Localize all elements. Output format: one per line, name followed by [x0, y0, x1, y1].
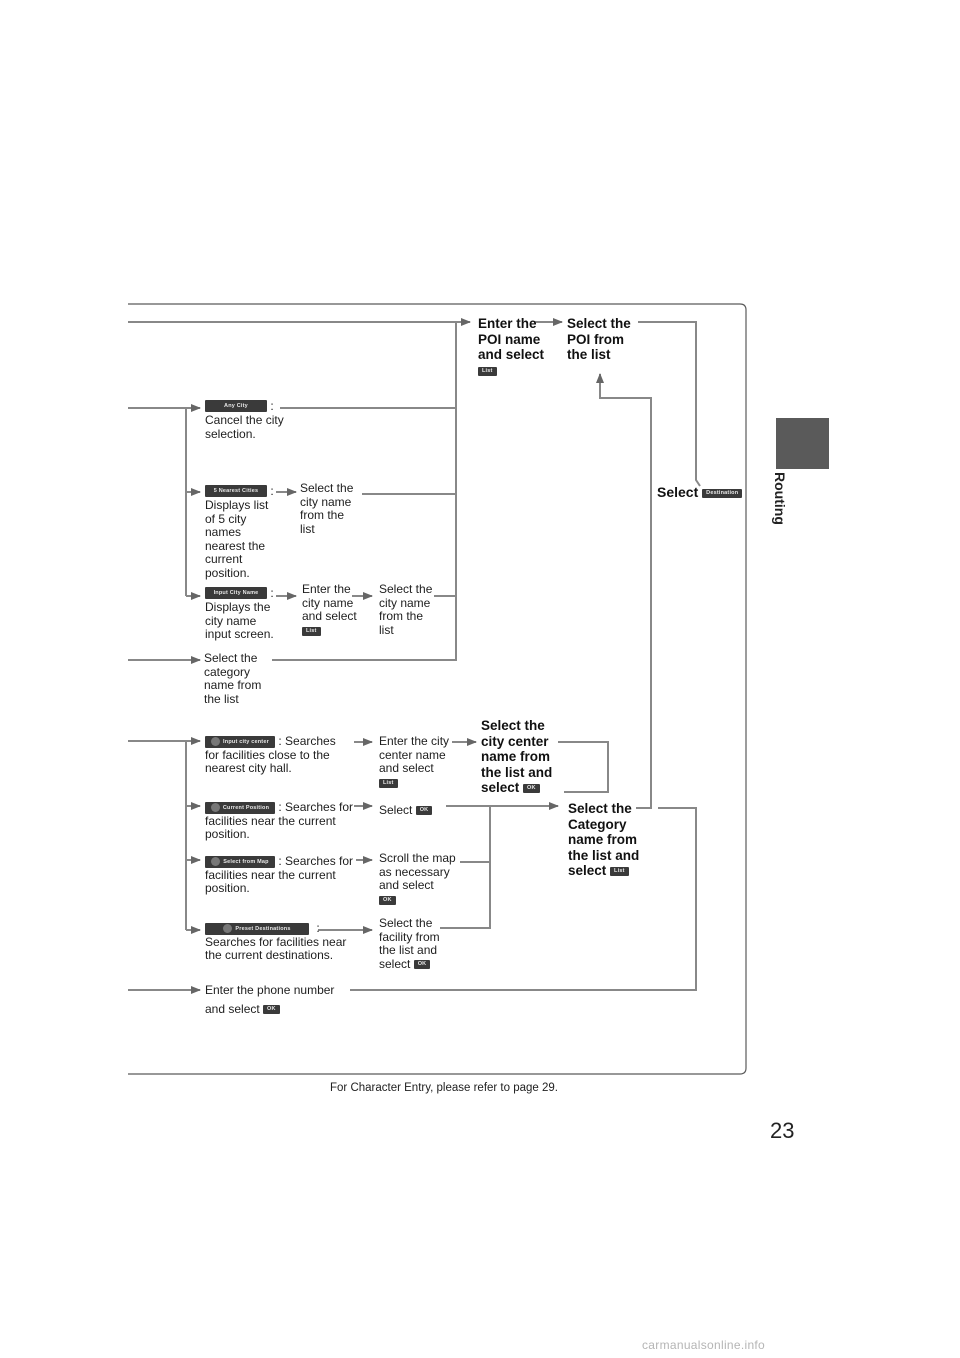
preset-destinations-option: Preset Destinations : Searches for facil… — [205, 921, 355, 963]
current-position-label: Current Position — [222, 804, 270, 811]
list-button[interactable]: List — [478, 367, 497, 377]
category-step: Select the category name from the list — [204, 651, 262, 706]
input-city-center-label: Input city center — [223, 738, 269, 745]
ok-button[interactable]: OK — [523, 783, 540, 793]
colon: : — [270, 399, 274, 414]
list-button[interactable]: List — [302, 626, 321, 636]
phone-step-text-1: Enter the phone number — [205, 983, 335, 997]
map-icon — [211, 856, 221, 866]
input-city-step-1: Enter the city name and select List — [302, 582, 360, 637]
colon: : — [270, 586, 274, 601]
city-center-step: Enter the city center name and select Li… — [379, 734, 455, 789]
select-from-map-step-text: Scroll the map as necessary and select — [379, 851, 456, 892]
preset-step-text-2: select — [379, 956, 411, 971]
any-city-desc: Cancel the city selection. — [205, 413, 284, 441]
city-center-desc: : Searches for facilities close to the n… — [205, 734, 336, 775]
input-city-name-button[interactable]: Input City Name — [205, 587, 267, 599]
preset-destinations-button[interactable]: Preset Destinations — [205, 922, 309, 935]
any-city-option: Any City : Cancel the city selection. — [205, 399, 295, 441]
input-city-name-option: Input City Name : Displays the city name… — [205, 586, 281, 642]
current-position-option: Current Position : Searches for faciliti… — [205, 800, 357, 842]
enter-poi-step: Enter the POI name and select List — [478, 316, 558, 378]
list-button[interactable]: List — [379, 778, 398, 788]
nearest-cities-button[interactable]: 5 Nearest Cities — [205, 485, 267, 497]
city-center-step-text: Enter the city center name and select — [379, 734, 450, 775]
current-position-button[interactable]: Current Position — [205, 801, 275, 814]
current-position-step: Select OK — [379, 803, 433, 818]
input-city-step-1-text: Enter the city name and select — [302, 582, 357, 623]
colon: : — [316, 921, 320, 935]
colon: : — [270, 484, 274, 499]
page-number: 23 — [770, 1118, 795, 1143]
current-position-icon — [210, 802, 220, 812]
current-position-step-text: Select — [379, 803, 413, 817]
preset-icon — [223, 923, 233, 933]
select-from-map-desc: : Searches for facilities near the curre… — [205, 854, 354, 895]
select-destination-step: Select Destination — [657, 484, 743, 501]
select-from-map-button[interactable]: Select from Map — [205, 855, 275, 868]
select-poi-step: Select the POI from the list — [567, 316, 631, 362]
preset-destinations-step: Select the facility from the list and se… — [379, 916, 445, 971]
nearest-cities-step: Select the city name from the list — [300, 481, 354, 536]
ok-button[interactable]: OK — [413, 959, 431, 969]
current-position-desc: : Searches for facilities near the curre… — [205, 800, 354, 841]
ok-button[interactable]: OK — [415, 806, 433, 816]
watermark: carmanualsonline.info — [642, 1338, 766, 1352]
preset-destinations-desc: Searches for facilities near the current… — [205, 934, 347, 962]
input-city-name-desc: Displays the city name input screen. — [205, 600, 274, 641]
select-from-map-label: Select from Map — [223, 858, 269, 865]
section-tab-block — [776, 418, 829, 469]
city-center-option: Input city center : Searches for facilit… — [205, 734, 353, 776]
nearest-cities-desc: Displays list of 5 city names nearest th… — [205, 498, 269, 580]
input-city-center-button[interactable]: Input city center — [205, 735, 275, 748]
select-from-map-step: Scroll the map as necessary and select O… — [379, 851, 459, 906]
select-from-map-option: Select from Map : Searches for facilitie… — [205, 854, 359, 896]
footnote: For Character Entry, please refer to pag… — [330, 1082, 558, 1094]
input-city-step-2: Select the city name from the list — [379, 582, 433, 637]
outer-frame — [128, 303, 747, 1075]
category-select-text: Select the Category name from the list a… — [568, 801, 640, 878]
enter-poi-text: Enter the POI name and select — [478, 316, 545, 362]
phone-step-text-2: and select — [205, 1001, 260, 1016]
city-center-select-text: Select the city center name from the lis… — [481, 718, 553, 795]
list-button[interactable]: List — [610, 866, 629, 876]
destination-button[interactable]: Destination — [702, 488, 743, 498]
flow-lines — [128, 318, 701, 994]
nearest-cities-option: 5 Nearest Cities : Displays list of 5 ci… — [205, 484, 277, 580]
ok-button[interactable]: OK — [379, 895, 396, 905]
category-select-step: Select the Category name from the list a… — [568, 801, 648, 879]
any-city-button[interactable]: Any City — [205, 400, 267, 412]
preset-destinations-label: Preset Destinations — [235, 925, 291, 932]
phone-number-step: Enter the phone number and select OK — [205, 983, 355, 1016]
ok-button[interactable]: OK — [263, 1004, 280, 1014]
city-center-select-step: Select the city center name from the lis… — [481, 718, 559, 796]
select-destination-text: Select — [657, 484, 699, 500]
preset-step-text-1: Select the facility from the list and — [379, 916, 440, 957]
city-center-icon — [211, 736, 221, 746]
